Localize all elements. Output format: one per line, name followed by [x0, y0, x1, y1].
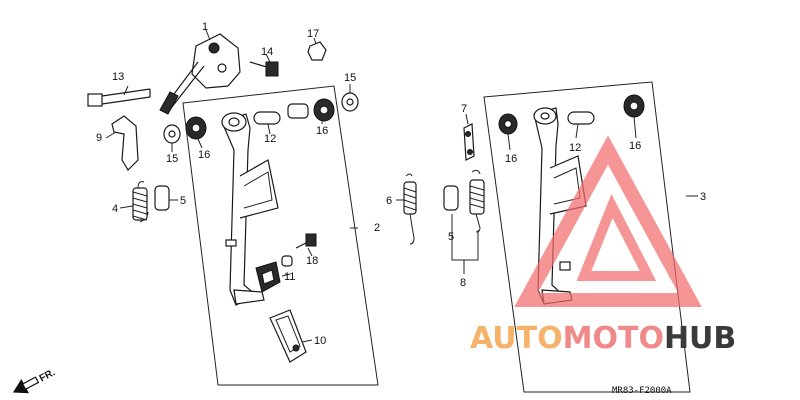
label-9: 9 — [96, 132, 102, 144]
part-3-stand — [498, 94, 645, 305]
part-13-bolt — [87, 88, 151, 107]
part-17-nut — [307, 41, 327, 61]
label-11: 11 — [284, 271, 295, 283]
group-frame-right — [483, 81, 691, 393]
watermark-part2: MOTO — [563, 321, 664, 356]
label-12b: 12 — [569, 142, 581, 154]
part-2-stand — [221, 112, 279, 306]
label-5b: 5 — [448, 231, 454, 243]
label-8: 8 — [460, 277, 466, 289]
label-1: 1 — [202, 21, 208, 33]
label-6: 6 — [386, 195, 392, 207]
watermark-part3: HUB — [664, 321, 736, 356]
label-3: 3 — [700, 191, 706, 203]
part-6-spring — [403, 173, 417, 245]
part-4-spring — [132, 181, 149, 223]
part-11-bumper — [255, 261, 281, 293]
part-10-pad — [269, 309, 307, 363]
label-16b: 16 — [316, 125, 328, 137]
part-12-collar — [253, 111, 281, 125]
label-17: 17 — [307, 28, 319, 40]
part-14-bolt — [249, 61, 279, 77]
label-2: 2 — [374, 222, 380, 234]
label-15b: 15 — [166, 153, 178, 165]
watermark-logo — [514, 135, 702, 307]
part-16-bearing — [185, 116, 207, 140]
group-frame-left — [182, 85, 379, 386]
part-7-link — [463, 123, 475, 161]
part-5-collar — [154, 185, 170, 211]
label-16d: 16 — [629, 140, 641, 152]
part-9-plate — [111, 115, 139, 171]
part-1-bracket — [159, 33, 241, 115]
label-4: 4 — [112, 203, 118, 215]
label-14: 14 — [261, 46, 273, 58]
label-5a: 5 — [180, 195, 186, 207]
label-16a: 16 — [198, 149, 210, 161]
part-16-bearing-top — [313, 98, 335, 122]
part-16-spacer — [287, 103, 309, 119]
diagram-code: MR83-F2000A — [612, 386, 672, 396]
label-12a: 12 — [264, 133, 276, 145]
leader-lines — [105, 29, 698, 343]
label-15a: 15 — [344, 72, 356, 84]
label-7: 7 — [461, 103, 467, 115]
part-5-collar-mid — [443, 185, 459, 211]
label-10: 10 — [314, 335, 326, 347]
direction-label: FR. — [38, 367, 58, 384]
watermark-part1: AUTO — [470, 321, 563, 356]
watermark-text: AUTOMOTOHUB — [470, 321, 736, 356]
label-18: 18 — [306, 255, 318, 267]
callout-labels: 1 2 3 4 5 5 6 7 8 9 10 11 12 12 13 14 15… — [96, 21, 706, 347]
direction-arrow: FR. — [12, 367, 58, 394]
label-16c: 16 — [505, 153, 517, 165]
label-13: 13 — [112, 71, 124, 83]
part-8-spring — [469, 169, 485, 233]
part-18-bolt — [281, 233, 317, 267]
